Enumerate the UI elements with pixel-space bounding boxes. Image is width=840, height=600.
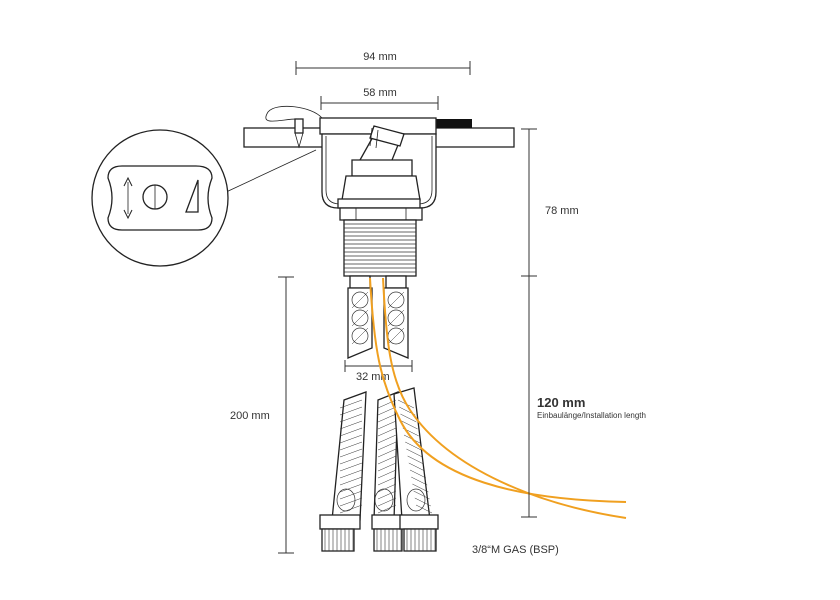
bottom-fittings [319,514,439,552]
dimension-58mm: 58 mm [320,87,439,110]
threaded-shank [343,219,417,277]
braid-oval [336,488,356,512]
braid-hatch [377,413,397,423]
arrow-up-down-icon [123,176,133,220]
braid-hatch [377,462,397,472]
braid-oval [387,291,405,309]
braid-hatch [377,406,397,416]
braid-oval [351,327,369,345]
label-58mm: 58 mm [363,87,397,99]
braid-hatch [377,427,397,437]
dimension-200mm: 200 mm [230,276,294,554]
braid-hatch [413,490,430,500]
connection-label: 3/8“M GAS (BSP) [472,544,559,556]
braid-hatch [377,469,397,479]
braid-hatch [339,476,363,486]
braid-hatch [408,462,425,472]
label-78mm: 78 mm [545,205,579,217]
braid-hatch [339,406,363,416]
braid-hatch [377,448,397,458]
braid-hatch [339,434,363,444]
braid-hatch [351,291,369,309]
braid-hatch [377,441,397,451]
detail-callout [91,129,317,267]
braid-hatch [409,469,427,479]
braid-hatch [339,441,363,451]
braid-hatch [415,504,433,514]
dimension-94mm: 94 mm [295,51,471,75]
braid-hatch [377,434,397,444]
faucet-body [319,117,437,221]
braid-hatch [406,448,423,458]
braid-hatch [411,476,428,486]
braid-hatch [377,483,397,493]
braid-hatch [387,291,405,309]
braid-hatch [400,413,417,423]
braid-hatch [351,327,369,345]
braid-oval [351,291,369,309]
braid-hatch [377,455,397,465]
braid-hatch [377,490,397,500]
braid-hatch [339,497,363,507]
braid-hatch [339,399,363,409]
braid-hatch [387,309,405,327]
braid-hatch [412,483,429,493]
dimension-32mm: 32 mm [344,360,413,383]
braid-hatch [377,420,397,430]
braid-hatch [339,469,363,479]
lower-braided-hoses [319,387,439,552]
label-200mm: 200 mm [230,410,270,422]
braid-hatch [339,427,363,437]
braid-hatch [339,455,363,465]
control-knob [341,125,421,201]
label-installation-length: Einbaulänge/Installation length [537,411,646,420]
braid-hatch [377,399,397,409]
braid-hatch [377,476,397,486]
braid-hatch [351,309,369,327]
braid-oval [374,488,394,512]
braid-hatch [401,420,418,430]
dimension-120mm: 120 mm Einbaulänge/Installation length [521,276,646,518]
triangle-wedge-icon [185,179,199,213]
braid-hatch [339,448,363,458]
label-120mm: 120 mm [537,395,585,410]
braid-hatch [405,441,422,451]
capillary-lines [369,277,627,519]
braid-hatch [339,420,363,430]
braid-hatch [414,497,431,507]
circle-slot-icon [142,184,168,210]
braid-oval [351,309,369,327]
braid-hatch [339,483,363,493]
braid-oval [387,309,405,327]
braid-hatch [339,490,363,500]
braid-hatch [387,327,405,345]
label-94mm: 94 mm [363,51,397,63]
dimension-78mm: 78 mm [521,128,579,277]
braid-hatch [377,504,397,514]
braid-hatch [339,413,363,423]
upper-hose-connectors [347,275,409,359]
braid-hatch [407,455,424,465]
braid-oval [406,488,426,512]
braid-hatch [339,462,363,472]
